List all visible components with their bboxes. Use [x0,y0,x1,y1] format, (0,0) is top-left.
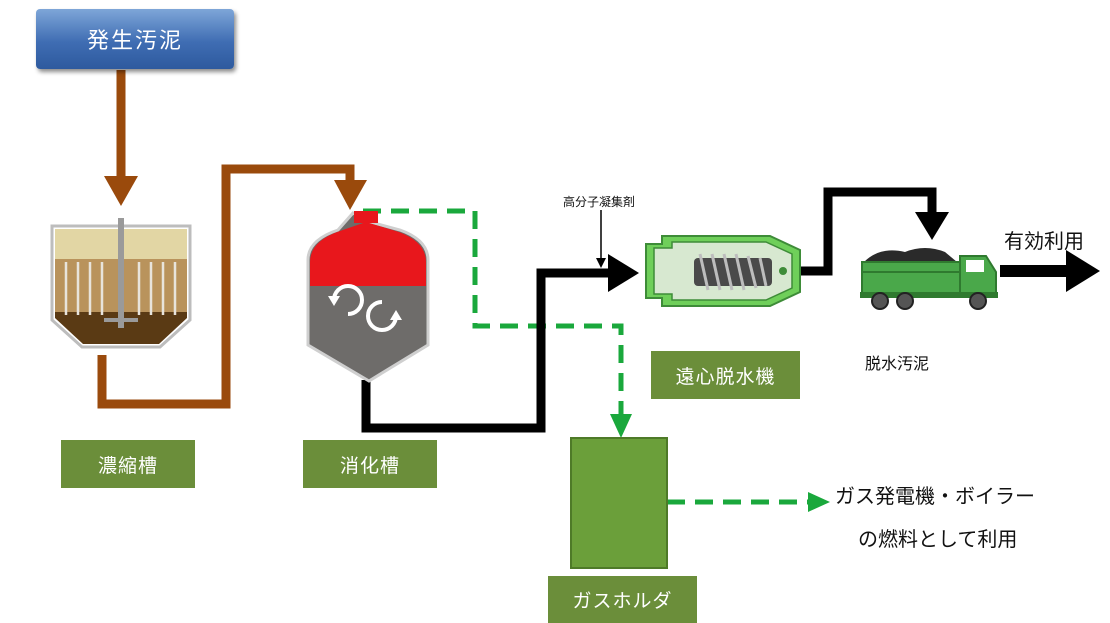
arrowhead-generator [808,492,830,512]
arrowhead-gas-holder [610,414,632,438]
digester-label: 消化槽 [303,440,437,488]
polymer-label: 高分子凝集剤 [563,195,636,209]
arrowhead-effective-use [1066,250,1100,292]
effective-use-label: 有効利用 [1004,229,1084,253]
thickener-tank-icon [50,218,192,349]
gas-use-line2: の燃料として利用 [858,527,1018,551]
arrowhead-thickener [104,176,138,206]
digester-tank-icon [306,211,430,383]
arrowhead-truck [915,212,949,240]
flow-thickener-to-digester [97,164,355,409]
truck-icon [860,248,998,310]
dewatered-sludge-label: 脱水汚泥 [865,354,930,373]
arrowhead-centrifuge [608,254,639,292]
gas-holder-label: ガスホルダ [548,576,697,623]
flow-centrifuge-to-truck [801,187,937,276]
gas-holder-box [570,437,668,569]
gas-use-line1: ガス発電機・ボイラー [835,484,1035,508]
flow-digester-to-centrifuge [361,268,612,433]
thickener-label: 濃縮槽 [61,440,195,488]
centrifuge-icon [645,235,801,307]
flow-gas-to-holder [363,208,624,415]
arrowhead-digester [334,180,367,210]
source-sludge-box: 発生汚泥 [36,9,234,69]
arrowhead-polymer [596,258,606,268]
centrifuge-label: 遠心脱水機 [651,351,800,399]
